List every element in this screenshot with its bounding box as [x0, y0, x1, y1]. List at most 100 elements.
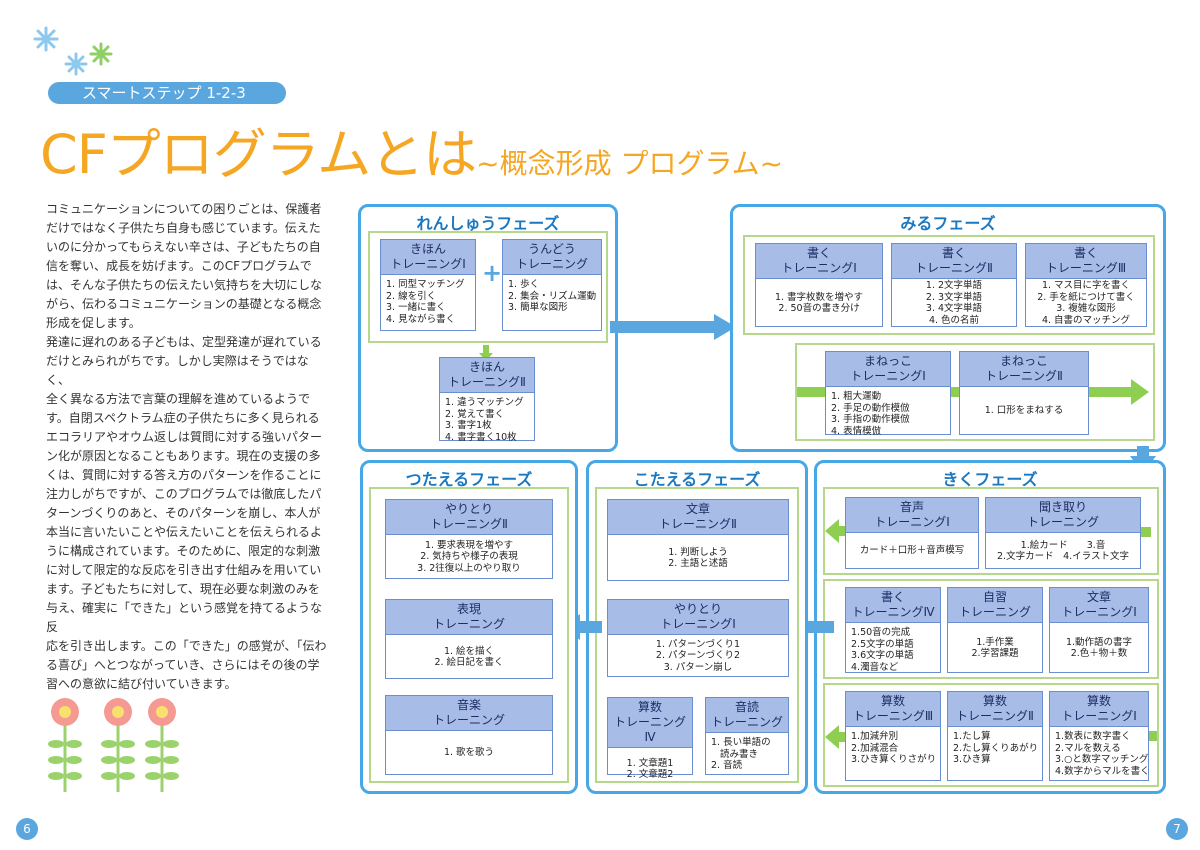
intro-line: 発達に遅れのある子どもは、定型発達が遅れている [46, 335, 322, 349]
intro-line: コミュニケーションについての困りごとは、保護者 [46, 202, 322, 216]
left-arrow-icon [825, 725, 851, 749]
intro-line: ます。子どもたちに対して、現在必要な刺激のみを [46, 582, 320, 596]
card-header: 書くトレーニングⅡ [892, 244, 1016, 279]
connector [797, 387, 827, 397]
intro-line: ターンづくりのあと、そのパターンを崩し、本人が [46, 506, 321, 520]
section-tag: スマートステップ 1-2-3 [48, 82, 286, 104]
connector [1149, 731, 1157, 741]
right-arrow-icon [1089, 379, 1149, 405]
flower-stars-decoration [33, 26, 113, 76]
intro-line: 形成を促します。 [46, 316, 141, 330]
intro-line: 信を奪い、成長を妨げます。このCFプログラムで [46, 259, 312, 273]
card-header: 文章トレーニングⅡ [608, 500, 788, 535]
phase-kiku: きくフェーズ 音声トレーニングⅠ カード＋口形＋音声模写 聞き取りトレーニング … [814, 460, 1166, 794]
card-items: 1. 歌を歌う [443, 747, 495, 759]
intro-line: がら、伝わるコミュニケーションの基礎となる概念 [46, 297, 322, 311]
card-onsei: 音声トレーニングⅠ カード＋口形＋音声模写 [845, 497, 979, 569]
right-arrow-icon [610, 314, 736, 340]
page-title: CFプログラムとは~概念形成 プログラム~ [40, 110, 783, 189]
phase-title: つたえるフェーズ [405, 470, 533, 489]
card-items: 1. 口形をまねする [984, 405, 1064, 417]
card-maneko-2: まねっこトレーニングⅡ 1. 口形をまねする [959, 351, 1089, 435]
left-arrow-icon [825, 519, 851, 543]
connector [951, 387, 959, 397]
card-header: やりとりトレーニングⅡ [386, 500, 552, 535]
intro-line: くは、質問に対する答え方のパターンを作ることに [46, 468, 322, 482]
title-sub: ~概念形成 プログラム~ [476, 147, 784, 180]
card-header: 算数トレーニングⅠ [1050, 692, 1148, 727]
phase-inner-box: 音声トレーニングⅠ カード＋口形＋音声模写 聞き取りトレーニング 1.絵カード … [823, 487, 1159, 575]
card-header: 書くトレーニングⅠ [756, 244, 882, 279]
intro-line: す。自閉スペクトラム症の子供たちに多く見られる [46, 411, 320, 425]
intro-line: だけではなく子供たち自身も感じています。伝えた [46, 221, 321, 235]
phase-title: こたえるフェーズ [633, 470, 761, 489]
intro-line: 全く異なる方法で言葉の理解を進めているようで [46, 392, 311, 406]
card-header: 文章トレーニングⅠ [1050, 588, 1148, 623]
phase-title: みるフェーズ [900, 214, 996, 233]
page-number-left: 6 [16, 818, 38, 840]
intro-line: エコラリアやオウム返しは質問に対する強いパター [46, 430, 323, 444]
card-header: 音楽トレーニング [386, 696, 552, 731]
card-header: 自習トレーニング [948, 588, 1042, 623]
card-header: やりとりトレーニングⅠ [608, 600, 788, 635]
intro-line: いのに分かってもらえない辛さは、子どもたちの自 [46, 240, 321, 254]
flowers-decoration [48, 698, 179, 792]
intro-line: うに構成されています。そのために、限定的な刺激 [46, 544, 321, 558]
card-ongaku: 音楽トレーニング 1. 歌を歌う [385, 695, 553, 775]
intro-line: は、そんな子供たちの伝えたい気持ちを大切にしな [46, 278, 323, 292]
intro-line: 本当に言いたいことや伝えたいことを伝えられるよ [46, 525, 323, 539]
intro-line: る喜び」へとつながっていき、さらにはその後の学 [46, 658, 320, 672]
intro-line: に対して限定的な反応を引き出す仕組みを用いてい [46, 563, 322, 577]
phase-title: きくフェーズ [942, 470, 1038, 489]
connector [1141, 527, 1151, 537]
card-header: まねっこトレーニングⅡ [960, 352, 1088, 387]
card-header: 音読トレーニング [706, 698, 788, 733]
card-header: 聞き取りトレーニング [986, 498, 1140, 533]
intro-line: 与え、確実に「できた」という感覚を持てるような反 [46, 601, 323, 634]
card-header: 算数トレーニングⅡ [948, 692, 1042, 727]
card-header: きほんトレーニングⅡ [440, 358, 534, 393]
page-number-right: 7 [1166, 818, 1188, 840]
intro-line: 注力しがちですが、このプログラムでは徹底したパ [46, 487, 322, 501]
